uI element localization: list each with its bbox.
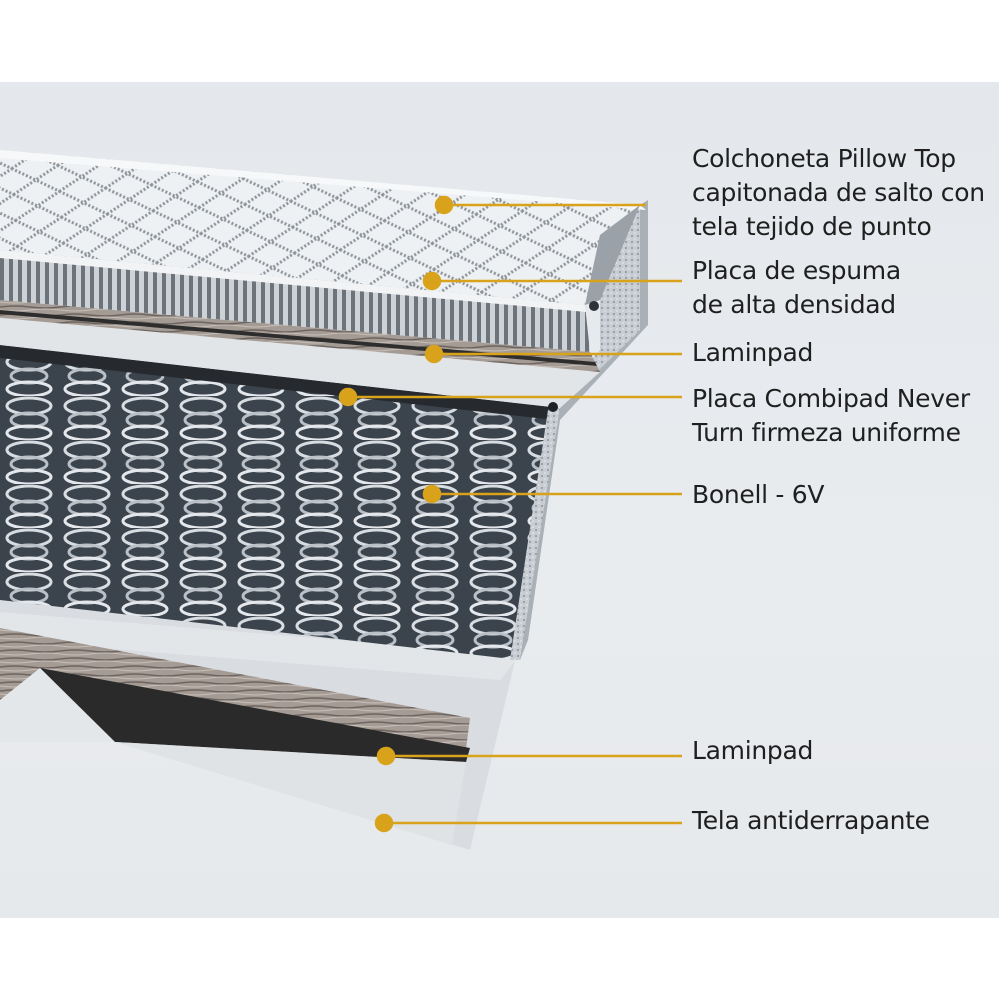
callout-antislip-fabric: Tela antiderrapante [692, 806, 930, 835]
callout-foam-plate: Placa de espuma de alta densidad [692, 256, 901, 319]
mattress-cutaway-illustration [0, 150, 682, 850]
callout-pillow-top: Colchoneta Pillow Top capitonada de salt… [692, 144, 985, 241]
callout-laminpad-top: Laminpad [692, 338, 814, 367]
diagram-panel [0, 82, 999, 918]
callout-leaders [338, 195, 682, 833]
callout-bonell-springs: Bonell - 6V [692, 480, 825, 509]
callout-combipad-plate: Placa Combipad Never Turn firmeza unifor… [692, 384, 970, 447]
callout-laminpad-bottom: Laminpad [692, 736, 814, 765]
